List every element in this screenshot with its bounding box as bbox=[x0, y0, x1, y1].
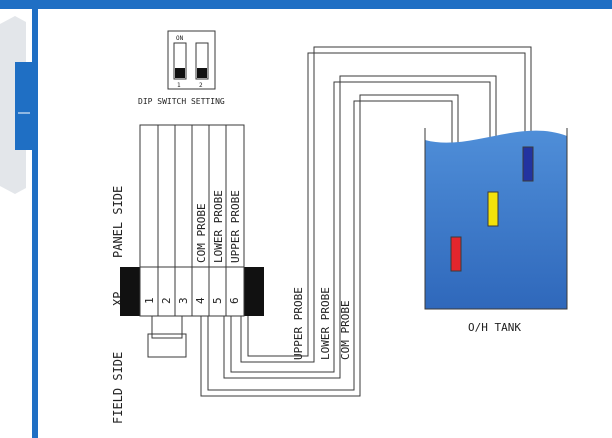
terminal-number-4: 4 bbox=[194, 297, 207, 304]
terminal-number-5: 5 bbox=[211, 297, 224, 304]
panel-wire-strip-2 bbox=[157, 124, 176, 268]
lower-wire-inner bbox=[230, 81, 491, 373]
terminal-number-6: 6 bbox=[228, 297, 241, 304]
upper-wire-inner bbox=[247, 52, 526, 357]
dip-switch-number-1: 1 bbox=[177, 82, 181, 89]
terminal-number-2: 2 bbox=[160, 297, 173, 304]
dip-switch-lever-1[interactable] bbox=[175, 68, 185, 78]
terminal-end-cap-left bbox=[120, 267, 140, 316]
panel-wire-label-com: COM PROBE bbox=[195, 203, 208, 263]
terminal-number-1: 1 bbox=[143, 297, 156, 304]
dip-switch-number-2: 2 bbox=[199, 82, 203, 89]
panel-wire-strip-1 bbox=[139, 124, 159, 268]
side-tab-accent bbox=[15, 62, 32, 150]
dip-switch: ON 1 2 DIP SWITCH SETTING bbox=[138, 30, 225, 106]
panel-wire-strip-3 bbox=[174, 124, 193, 268]
yellow-probe-icon bbox=[487, 191, 499, 227]
frame-top-border bbox=[0, 0, 612, 9]
terminal-number-3: 3 bbox=[177, 297, 190, 304]
field-wire-label-upper: UPPER PROBE bbox=[292, 287, 305, 360]
field-wiring bbox=[200, 46, 532, 397]
field-jumper bbox=[147, 333, 187, 358]
tank-label: O/H TANK bbox=[468, 321, 521, 334]
dip-switch-lever-2[interactable] bbox=[197, 68, 207, 78]
panel-wire-label-upper: UPPER PROBE bbox=[229, 190, 242, 263]
panel-side-label: PANEL SIDE bbox=[111, 186, 125, 258]
terminal-end-cap-right bbox=[244, 267, 264, 316]
com-wire-inner bbox=[207, 100, 453, 391]
field-side-label: FIELD SIDE bbox=[111, 352, 125, 424]
overhead-tank: O/H TANK bbox=[424, 128, 568, 334]
tank-outline bbox=[424, 128, 568, 310]
dip-switch-caption: DIP SWITCH SETTING bbox=[138, 97, 225, 106]
field-wire-label-lower: LOWER PROBE bbox=[319, 287, 332, 360]
field-wire-label-com: COM PROBE bbox=[339, 300, 352, 360]
dip-on-label: ON bbox=[176, 35, 184, 42]
panel-wire-label-lower: LOWER PROBE bbox=[212, 190, 225, 263]
lower-wire-outer bbox=[223, 75, 497, 379]
blue-probe-icon bbox=[522, 146, 534, 182]
field-jumper-link bbox=[151, 315, 183, 339]
red-probe-icon bbox=[450, 236, 462, 272]
frame-left-border bbox=[32, 0, 38, 438]
com-wire-outer bbox=[200, 94, 459, 397]
terminal-block: 1 2 3 4 5 6 bbox=[120, 266, 264, 317]
upper-wire-outer bbox=[240, 46, 532, 363]
